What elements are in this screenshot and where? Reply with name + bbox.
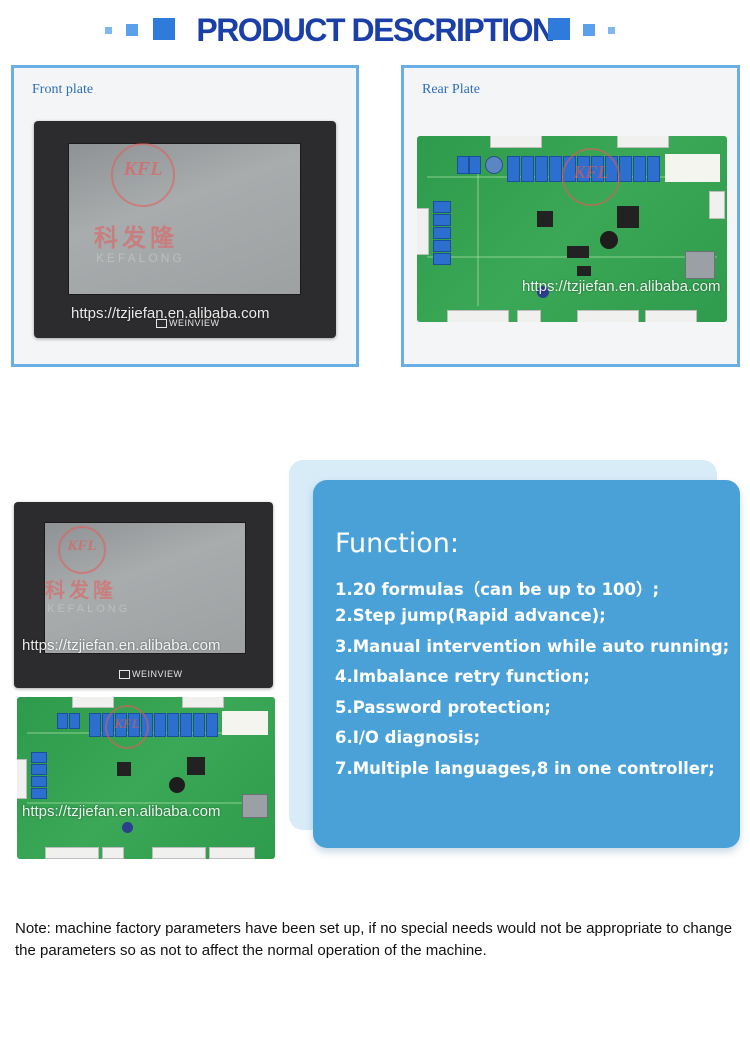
decor-square — [105, 27, 112, 34]
logo-watermark: KFL — [105, 705, 149, 749]
function-item: 3.Manual intervention while auto running… — [335, 637, 730, 656]
front-plate-label: Front plate — [32, 82, 94, 97]
cn-watermark: 科发隆 — [94, 224, 178, 252]
logo-watermark: KFL — [111, 143, 175, 207]
hmi-display — [68, 143, 301, 295]
function-item: 4.Imbalance retry function; — [335, 667, 590, 686]
url-watermark: https://tzjiefan.en.alibaba.com — [22, 637, 221, 654]
function-item: 7.Multiple languages,8 in one controller… — [335, 759, 715, 778]
front-plate-panel: Front plate WEINVIEW KFL 科发隆 KEFALONG ht… — [11, 65, 359, 367]
en-watermark: KEFALONG — [47, 603, 131, 615]
url-watermark: https://tzjiefan.en.alibaba.com — [71, 305, 270, 322]
device-brand: WEINVIEW — [156, 318, 220, 329]
url-watermark: https://tzjiefan.en.alibaba.com — [522, 278, 721, 295]
decor-square — [126, 24, 138, 36]
decor-square — [153, 18, 175, 40]
section-header: PRODUCT DESCRIPTION — [0, 0, 750, 60]
url-watermark: https://tzjiefan.en.alibaba.com — [22, 803, 221, 820]
function-item: 5.Password protection; — [335, 698, 551, 717]
decor-square — [583, 24, 595, 36]
logo-watermark: KFL — [58, 526, 106, 574]
function-item: 2.Step jump(Rapid advance); — [335, 606, 606, 625]
en-watermark: KEFALONG — [96, 251, 185, 265]
decor-square — [608, 27, 615, 34]
hmi-screen-front: WEINVIEW — [34, 121, 336, 338]
function-box — [313, 480, 740, 848]
logo-watermark: KFL — [562, 148, 620, 206]
note-text: Note: machine factory parameters have be… — [15, 920, 733, 959]
page-title: PRODUCT DESCRIPTION — [196, 12, 555, 48]
function-item: 1.20 formulas（can be up to 100）; — [335, 580, 660, 599]
rear-plate-panel: Rear Plate — [401, 65, 740, 367]
hmi-screen-lower: WEINVIEW — [14, 502, 273, 688]
decor-square — [548, 18, 570, 40]
device-brand: WEINVIEW — [119, 669, 183, 680]
rear-plate-label: Rear Plate — [422, 82, 480, 97]
function-item: 6.I/O diagnosis; — [335, 728, 481, 747]
cn-watermark: 科发隆 — [45, 578, 117, 602]
function-title: Function: — [335, 528, 459, 559]
